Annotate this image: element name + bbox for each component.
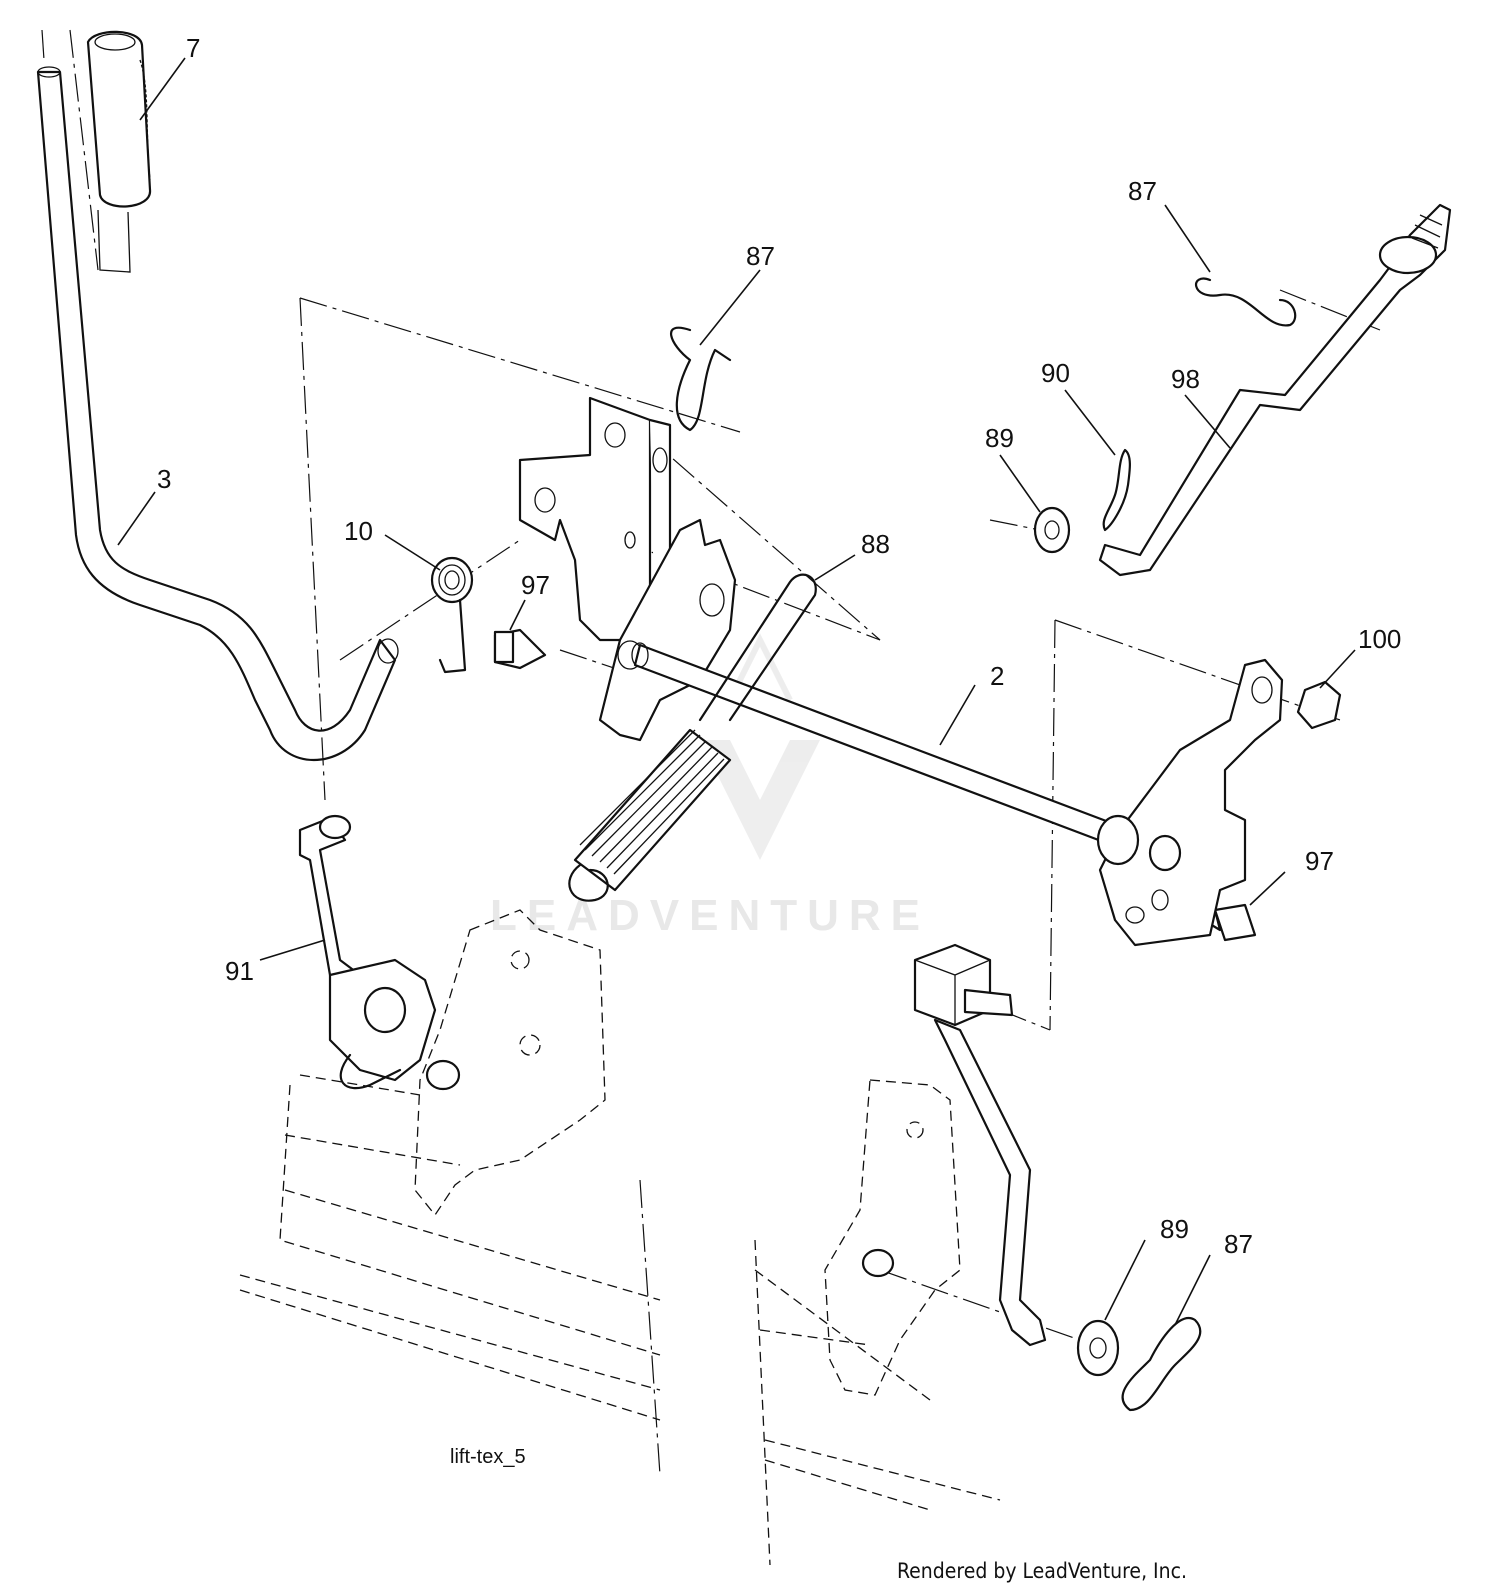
callout-3: 3	[157, 464, 171, 494]
callout-87: 87	[1224, 1229, 1253, 1259]
hairpin-clip-part	[1194, 277, 1297, 327]
callout-87: 87	[1128, 176, 1157, 206]
callout-87: 87	[746, 241, 775, 271]
callout-97: 97	[1305, 846, 1334, 876]
hairpin-clip-part	[1121, 1316, 1202, 1412]
lift-handle-rod-part	[36, 66, 399, 761]
left-deck-hanger	[414, 909, 606, 1217]
diagram-caption: lift-tex_5	[450, 1446, 526, 1468]
torsion-spring-part	[430, 556, 474, 674]
watermark-text: LEADVENTURE	[490, 891, 930, 940]
lift-arm-part	[1096, 658, 1284, 947]
mower-deck-outline	[239, 1074, 1001, 1566]
adjustment-rod-part	[1098, 203, 1452, 577]
footer-credit: Rendered by LeadVenture, Inc.	[897, 1559, 1187, 1583]
callout-89: 89	[985, 423, 1014, 453]
deck-lever-part	[298, 814, 461, 1091]
hairpin-clip-part	[1102, 448, 1131, 532]
callout-7: 7	[186, 33, 200, 63]
washer-part	[1033, 506, 1071, 554]
bolt-part	[493, 628, 547, 670]
callout-98: 98	[1171, 364, 1200, 394]
callout-2: 2	[990, 661, 1004, 691]
callout-leaders	[117, 57, 1356, 1326]
callout-88: 88	[861, 529, 890, 559]
callout-10: 10	[344, 516, 373, 546]
extension-spring-part	[568, 728, 732, 902]
callout-100: 100	[1358, 624, 1401, 654]
handle-grip-part	[86, 30, 152, 273]
callout-89: 89	[1160, 1214, 1189, 1244]
watermark-logo	[700, 633, 820, 860]
callout-90: 90	[1041, 358, 1070, 388]
callout-91: 91	[225, 956, 254, 986]
washer-part	[1076, 1319, 1120, 1377]
wire-spring-part	[698, 573, 817, 722]
nut-part	[1296, 680, 1342, 730]
right-deck-hanger	[824, 1079, 961, 1396]
hairpin-clip-part	[670, 326, 732, 432]
callout-97: 97	[521, 570, 550, 600]
deck-arm-part	[913, 943, 1047, 1347]
